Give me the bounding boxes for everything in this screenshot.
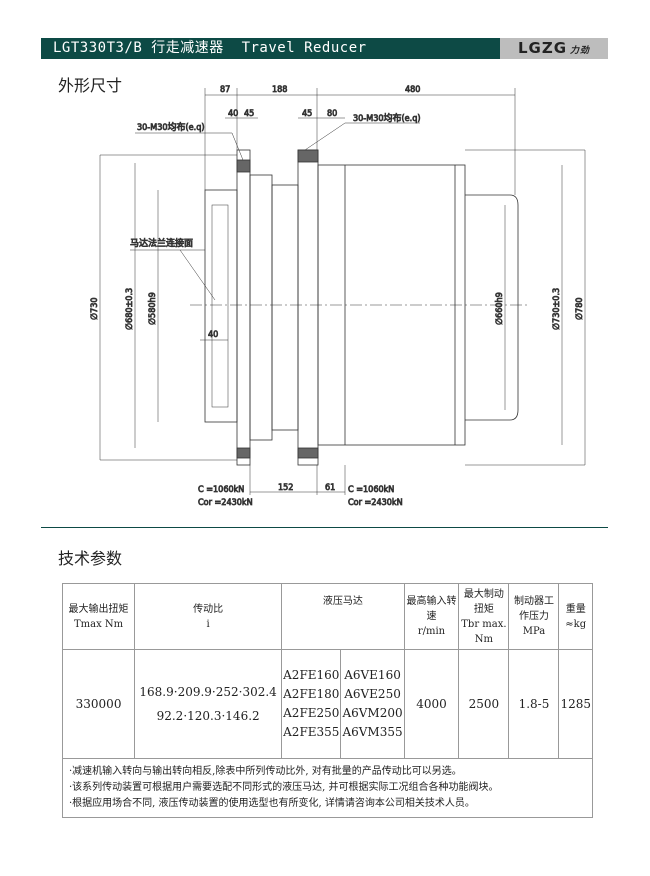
dim-87: 87 xyxy=(220,85,230,95)
dim-80: 80 xyxy=(327,109,337,119)
header-unit: ≈kg xyxy=(565,618,587,630)
dia-660: ∅660h9 xyxy=(495,292,505,325)
bearing-left-cor: Cor =2430kN xyxy=(198,498,253,508)
reducer-drawing: 87 188 480 40 45 45 80 30-M30均布(e.q) 30-… xyxy=(90,85,586,509)
bolt-left-label: 30-M30均布(e.q) xyxy=(137,121,205,133)
dim-152: 152 xyxy=(278,483,293,493)
dia-730-right: ∅730±0.3 xyxy=(552,288,562,330)
table-row: 330000 168.9·209.9·252·302.4 92.2·120.3·1… xyxy=(61,649,593,759)
col-weight: 重量 ≈kg xyxy=(558,583,593,650)
notes-row: ·减速机输入转向与输出转向相反,除表中所列传动比外, 对有批量的产品传动比可以另… xyxy=(62,758,593,818)
header-label: 制动器工作压力 xyxy=(513,596,554,622)
header-unit: MPa xyxy=(522,626,546,637)
header-unit: r/min xyxy=(417,626,446,637)
col-pressure: 制动器工作压力 MPa xyxy=(508,583,560,650)
dim-480: 480 xyxy=(405,85,420,95)
ratio-line: 168.9·209.9·252·302.4 xyxy=(139,685,277,699)
table-header-row: 最大输出扭矩 Tmax Nm 传动比 i 液压马达 最高输入转速 r/min 最大制动… xyxy=(61,583,593,650)
dim-40: 40 xyxy=(228,109,238,119)
motor: A6VE250 xyxy=(344,687,401,701)
note: ·该系列传动装置可根据用户需要选配不同形式的液压马达, 并可根据实际工况组合各种… xyxy=(69,782,499,793)
header-label: 重量 xyxy=(565,603,586,615)
bearing-left-c: C =1060kN xyxy=(198,485,244,495)
section-title-dimensions: 外形尺寸 xyxy=(58,76,123,95)
cell-pressure: 1.8-5 xyxy=(508,649,560,759)
motor: A2FE250 xyxy=(283,706,340,720)
header-label: 液压马达 xyxy=(322,596,363,607)
dia-730: ∅730 xyxy=(90,297,100,320)
col-torque: 最大输出扭矩 Tmax Nm xyxy=(61,583,136,650)
dim-45-right: 45 xyxy=(302,109,312,119)
col-motor: 液压马达 xyxy=(281,583,405,650)
bolt-right-label: 30-M30均布(e.q) xyxy=(353,112,421,124)
bearing-right-cor: Cor =2430kN xyxy=(348,498,403,508)
notes-cell: ·减速机输入转向与输出转向相反,除表中所列传动比外, 对有批量的产品传动比可以另… xyxy=(62,758,593,818)
col-brake-torque: 最大制动扭矩 Tbr max. Nm xyxy=(458,583,510,650)
motor: A6VM355 xyxy=(342,725,403,739)
header-label: 最大制动扭矩 xyxy=(463,588,504,615)
header-unit: Tmax Nm xyxy=(73,618,124,630)
cell-ratio: 168.9·209.9·252·302.4 92.2·120.3·146.2 xyxy=(134,649,283,759)
motor: A2FE355 xyxy=(283,725,340,739)
header-unit: i xyxy=(206,618,210,630)
note: ·根据应用场合不同, 液压传动装置的使用选型也有所变化, 详情请咨询本公司相关技… xyxy=(69,798,475,809)
motor: A2FE180 xyxy=(283,687,340,701)
dia-780: ∅780 xyxy=(575,297,585,320)
dim-61: 61 xyxy=(325,483,335,493)
section-divider xyxy=(41,527,608,528)
col-speed: 最高输入转速 r/min xyxy=(403,583,460,650)
dia-680: ∅680±0.3 xyxy=(125,288,135,330)
cell-brake-torque: 2500 xyxy=(458,649,510,759)
cell-speed: 4000 xyxy=(403,649,460,759)
cell-weight: 1285 xyxy=(558,649,593,759)
bearing-right-c: C =1060kN xyxy=(348,485,394,495)
logo-text: LGZG xyxy=(517,39,568,57)
section-title-params: 技术参数 xyxy=(58,549,123,568)
motor-flange-label: 马达法兰连接面 xyxy=(130,237,193,249)
motor: A6VM200 xyxy=(342,706,403,720)
motor: A2FE160 xyxy=(283,668,340,682)
outline xyxy=(190,149,530,466)
logo-cn: 力劲 xyxy=(570,46,591,56)
motor: A6VE160 xyxy=(344,668,401,682)
header-unit: Tbr max. Nm xyxy=(461,618,507,645)
dimension-lines xyxy=(99,88,586,495)
header-label: 最大输出扭矩 xyxy=(68,603,129,615)
col-ratio: 传动比 i xyxy=(134,583,283,650)
spec-table: 最大输出扭矩 Tmax Nm 传动比 i 液压马达 最高输入转速 r/min 最大制动… xyxy=(61,583,593,818)
dim-188: 188 xyxy=(272,85,287,95)
dim-45-left: 45 xyxy=(244,109,254,119)
header-label: 传动比 xyxy=(193,603,224,615)
dim-40-inner: 40 xyxy=(208,330,218,340)
dia-580: ∅580h9 xyxy=(148,292,158,325)
note: ·减速机输入转向与输出转向相反,除表中所列传动比外, 对有批量的产品传动比可以另… xyxy=(69,766,462,777)
page-title: LGT330T3/B 行走减速器 Travel Reducer xyxy=(41,38,500,59)
cell-torque: 330000 xyxy=(61,649,136,759)
ratio-line: 92.2·120.3·146.2 xyxy=(156,709,260,723)
header-label: 最高输入转速 xyxy=(406,596,457,622)
